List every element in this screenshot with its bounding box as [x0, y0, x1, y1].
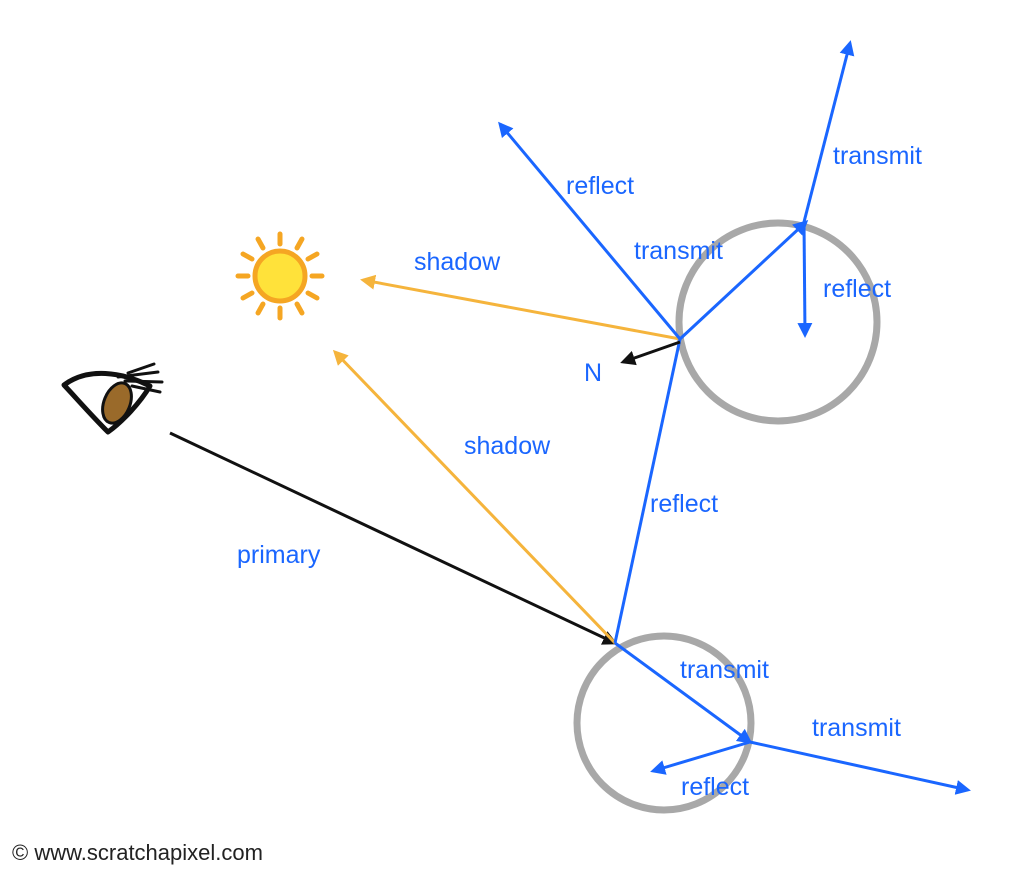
- normal-vector: [620, 340, 681, 366]
- reflect-ray-lower-inner: [650, 740, 751, 775]
- reflect-ray-lower-to-upper: [613, 338, 682, 644]
- transmit-ray-lower-exit: [749, 740, 971, 795]
- eye-icon: [61, 362, 164, 435]
- transmit-ray-upper-inner: [678, 219, 809, 341]
- label-transmit-lower-exit: transmit: [812, 714, 901, 742]
- transmit-ray-lower-inner: [614, 641, 753, 744]
- reflect-ray-upper-inner: [797, 221, 813, 338]
- label-transmit-upper-exit: transmit: [833, 142, 922, 170]
- label-transmit-upper-inner: transmit: [634, 237, 723, 265]
- reflect-ray-upper: [498, 121, 682, 340]
- label-reflect-middle: reflect: [650, 490, 718, 518]
- label-normal: N: [584, 359, 602, 387]
- label-reflect-lower-inner: reflect: [681, 773, 749, 801]
- copyright-credit: © www.scratchapixel.com: [12, 840, 263, 865]
- label-primary: primary: [237, 541, 321, 569]
- label-shadow-lower: shadow: [464, 432, 551, 460]
- label-shadow-upper: shadow: [414, 248, 501, 276]
- shadow-ray-upper: [360, 274, 681, 341]
- label-reflect-upper-outer: reflect: [566, 172, 634, 200]
- label-transmit-lower-inner: transmit: [680, 656, 769, 684]
- lower-sphere: [573, 632, 755, 814]
- upper-sphere: [675, 219, 881, 425]
- shadow-ray-lower: [332, 349, 617, 645]
- transmit-ray-upper-exit: [802, 40, 855, 223]
- label-reflect-upper-inner: reflect: [823, 275, 891, 303]
- sun-icon: [235, 231, 325, 321]
- primary-ray: [169, 431, 618, 645]
